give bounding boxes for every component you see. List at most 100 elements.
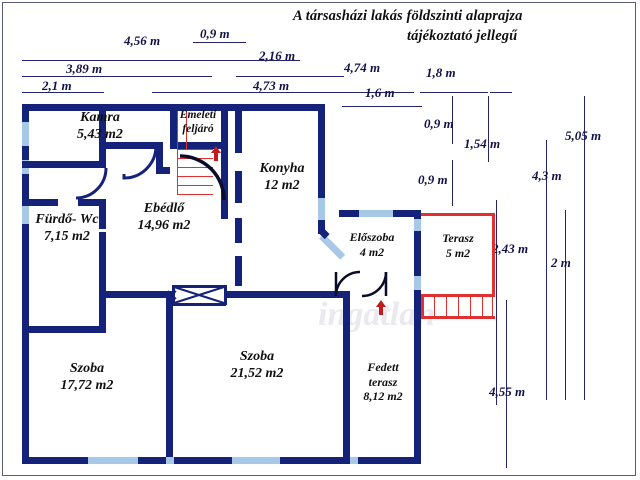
room-name-konyha: Konyha <box>259 161 305 176</box>
dim-rule-4-73 <box>152 92 324 93</box>
wall-outer-left-a <box>22 104 29 122</box>
room-name-eloszoba: Előszoba <box>349 230 395 244</box>
french-door-top <box>172 285 226 288</box>
dim-label-4-73: 4,73 m <box>253 78 290 93</box>
wall-konyha-left-b <box>235 171 242 203</box>
terrace-step-line-4 <box>482 296 483 318</box>
terrace-wall-top <box>421 213 495 216</box>
window-entry-top <box>359 210 393 217</box>
window-left-3 <box>22 204 29 224</box>
wall-fedett-terasz-divider <box>343 291 350 464</box>
wall-szoba-divider <box>166 298 173 457</box>
room-name-fedett: Fedett <box>367 360 399 374</box>
dim-label-2-16: 2,16 m <box>259 48 296 63</box>
dim-rule-4-55 <box>506 300 507 468</box>
dim-rule-tail <box>490 92 512 93</box>
window-bottom-3 <box>232 457 280 464</box>
dim-rule-4-74 <box>236 92 414 93</box>
room-label-eloszoba: Előszoba 4 m2 <box>330 230 414 259</box>
terrace-step-line-3 <box>470 296 471 318</box>
stair-tread-2 <box>177 158 213 159</box>
wall-furdo-top-b <box>78 199 106 206</box>
wall-door-jamb-1 <box>156 142 163 174</box>
wall-ebedlo-top-a <box>99 142 156 149</box>
dim-rule-1-8 <box>420 92 488 93</box>
wall-stair-bottom <box>170 142 228 149</box>
dim-label-3-89: 3,89 m <box>66 61 103 76</box>
room-area-szoba-2: 21,52 m2 <box>230 366 284 382</box>
dim-label-4-56: 4,56 m <box>124 33 161 48</box>
wall-kitchen-right-b <box>318 220 325 234</box>
wall-outer-bottom-c <box>174 457 232 464</box>
dim-rule-2-16 <box>236 76 344 77</box>
wall-konyha-left-c <box>235 218 242 243</box>
dim-label-0-9-v2: 0,9 m <box>418 172 448 187</box>
room-name-terasz: Terasz <box>442 231 474 245</box>
wall-konyha-left-a <box>235 111 242 153</box>
room-label-kamra: Kamra 5,43 m2 <box>30 109 170 143</box>
dim-label-0-9-top: 0,9 m <box>200 26 230 41</box>
page-title-line-1: A társasházi lakás földszinti alaprajza <box>293 8 523 24</box>
dim-label-2-1: 2,1 m <box>42 78 72 93</box>
room-label-ebedlo: Ebédlő 14,96 m2 <box>104 200 224 234</box>
room-area-furdo-wc: 7,15 m2 <box>44 229 90 245</box>
dim-rule-0-9-v1 <box>452 96 453 144</box>
dim-rule-0-9-top <box>193 42 246 43</box>
dim-rule-3-89 <box>22 76 212 77</box>
wall-stair-left <box>170 104 177 149</box>
room-name-terasz-2: terasz <box>368 374 398 389</box>
dim-rule-4-56 <box>22 60 300 61</box>
room-label-fedett-terasz: Fedett terasz 8,12 m2 <box>350 360 416 404</box>
dim-rule-2-43 <box>496 200 497 405</box>
wall-ebedlo-bottom-a <box>106 291 172 298</box>
dim-label-1-54: 1,54 m <box>464 136 501 151</box>
dim-label-1-8: 1,8 m <box>426 65 456 80</box>
dim-label-1-6: 1,6 m <box>365 85 395 100</box>
room-area-konyha: 12 m2 <box>264 178 300 194</box>
terrace-step-line-5 <box>492 296 493 318</box>
dim-rule-2-1 <box>22 92 104 93</box>
wall-furdo-top-a <box>22 199 58 206</box>
terrace-wall-right <box>492 213 495 296</box>
window-kitchen-right <box>318 198 325 220</box>
terrace-step-line-2 <box>458 296 459 318</box>
room-name-feljaro: feljáró <box>182 123 214 136</box>
stair-tread-6 <box>177 194 213 195</box>
room-area-terasz: 5 m2 <box>445 245 471 260</box>
dim-label-4-3: 4,3 m <box>532 168 562 183</box>
stair-riser-1 <box>177 111 178 149</box>
window-terrace-door-bottom <box>414 276 421 290</box>
room-name-ebedlo: Ebédlő <box>143 201 185 216</box>
dim-rule-1-54 <box>488 96 489 162</box>
room-name-furdo-wc: Fürdő- Wc <box>35 212 99 227</box>
wall-entry-top-b <box>393 210 421 217</box>
room-label-szoba-2: Szoba 21,52 m2 <box>196 348 318 382</box>
window-terrace-door-top <box>414 219 421 231</box>
wall-konyha-left-d <box>235 256 242 286</box>
room-name-szoba-2: Szoba <box>239 349 275 364</box>
wall-entry-top-a <box>339 210 359 217</box>
room-label-terasz: Terasz 5 m2 <box>422 231 494 260</box>
window-bottom-2 <box>166 457 174 464</box>
dim-rule-5-05 <box>584 96 585 400</box>
stair-tread-5 <box>177 185 213 186</box>
room-label-furdo-wc: Fürdő- Wc 7,15 m2 <box>20 211 114 245</box>
room-name-emeleti: Emeleti <box>179 109 217 121</box>
room-area-ebedlo: 14,96 m2 <box>137 218 191 234</box>
window-bottom-4 <box>348 457 358 464</box>
terrace-step-line-1 <box>446 296 447 318</box>
french-door-bottom <box>172 303 226 306</box>
wall-furdo-right <box>99 232 106 328</box>
page-title-line-2: tájékoztató jellegű <box>407 28 518 44</box>
wall-ebedlo-bottom-b <box>226 291 346 298</box>
dim-label-5-05: 5,05 m <box>565 128 602 143</box>
stair-tread-4 <box>177 176 213 177</box>
wall-kitchen-right-a <box>318 104 325 198</box>
wall-furdo-right-stub <box>99 199 106 229</box>
dim-label-0-9-v1: 0,9 m <box>424 116 454 131</box>
dim-rule-4-3 <box>546 140 547 400</box>
dim-rule-1-6 <box>342 106 422 107</box>
dim-label-4-55: 4,55 m <box>489 384 526 399</box>
wall-outer-left-d <box>22 224 29 464</box>
